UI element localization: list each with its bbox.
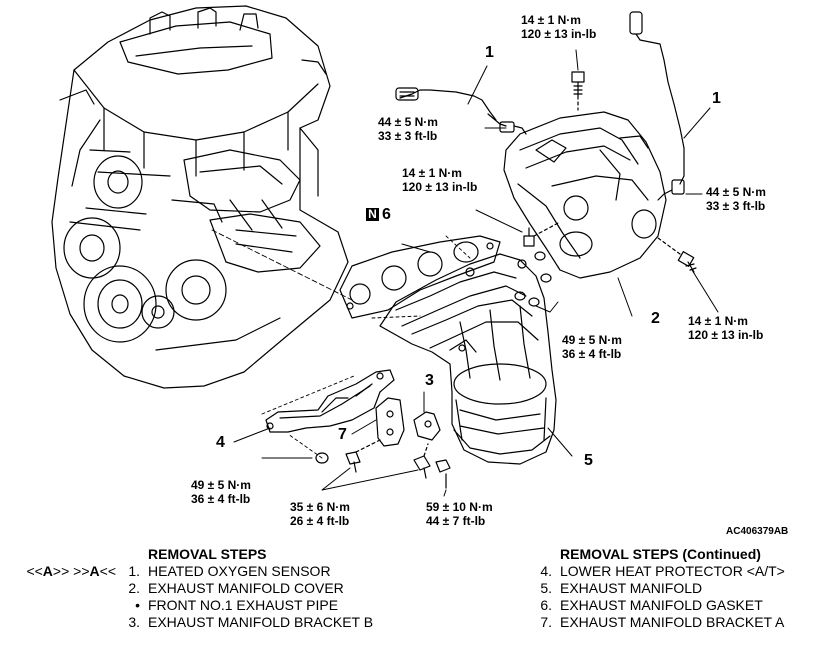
removal-steps-heading: REMOVAL STEPS [148,546,267,562]
removal-steps-heading: REMOVAL STEPS (Continued) [560,546,761,562]
part-number-7: 7 [338,426,347,443]
new-part-badge: N [366,208,379,221]
oxygen-sensor-right-drawing [629,11,685,201]
part-number-6-value: 6 [382,206,391,223]
torque-callout-cover-right-bolt: 14 ± 1 N·m 120 ± 13 in-lb [688,314,763,342]
torque-value-nm: 14 ± 1 N·m [402,166,462,180]
part-number-1-right: 1 [712,90,721,107]
torque-value-nm: 35 ± 6 N·m [290,500,350,514]
part-number-4: 4 [216,434,225,451]
step-number: 1. [128,563,140,579]
step-row: 6. EXHAUST MANIFOLD GASKET [530,597,785,614]
step-text: LOWER HEAT PROTECTOR <A/T> [560,563,785,579]
service-point-markers: <<A>> >>A<< [26,563,116,579]
torque-value-imperial: 33 ± 3 ft-lb [706,199,766,213]
step-row: • FRONT NO.1 EXHAUST PIPE [118,597,373,614]
step-row: 5. EXHAUST MANIFOLD [530,580,785,597]
torque-value-imperial: 36 ± 4 ft-lb [562,347,622,361]
exhaust-manifold-gasket-drawing [339,235,501,319]
step-number: 6. [540,597,552,613]
bracket-a-drawing [375,397,405,447]
step-row: 3. EXHAUST MANIFOLD BRACKET B [118,614,373,631]
lower-heat-protector-drawing [265,369,395,433]
step-row: 4. LOWER HEAT PROTECTOR <A/T> [530,563,785,580]
torque-value-nm: 59 ± 10 N·m [426,500,493,514]
torque-value-nm: 14 ± 1 N·m [688,314,748,328]
nut-lower-left-drawing [315,452,329,464]
bolt-top-drawing [571,71,585,111]
bolt-cover-left-drawing [523,221,561,247]
oxygen-sensor-left-drawing [395,87,527,135]
step-text: EXHAUST MANIFOLD BRACKET B [148,614,374,630]
step-number: 3. [128,614,140,630]
torque-value-imperial: 120 ± 13 in-lb [688,328,764,342]
step-number: 5. [540,580,552,596]
figure-code: AC406379AB [726,526,789,537]
torque-value-nm: 44 ± 5 N·m [378,115,438,129]
removal-steps-right: REMOVAL STEPS (Continued) 4. LOWER HEAT P… [530,546,785,631]
part-number-3: 3 [425,372,434,389]
torque-value-nm: 49 ± 5 N·m [191,478,251,492]
torque-callout-cover-left-bolt: 14 ± 1 N·m 120 ± 13 in-lb [402,166,477,194]
step-text: EXHAUST MANIFOLD [560,580,703,596]
step-text: EXHAUST MANIFOLD BRACKET A [560,614,785,630]
step-text: EXHAUST MANIFOLD COVER [148,580,344,596]
torque-callout-manifold-nuts: 49 ± 5 N·m 36 ± 4 ft-lb [562,333,622,361]
step-row: 7. EXHAUST MANIFOLD BRACKET A [530,614,785,631]
step-number: 2. [128,580,140,596]
torque-callout-bracket-bolts: 35 ± 6 N·m 26 ± 4 ft-lb [290,500,350,528]
torque-callout-lower-nut: 49 ± 5 N·m 36 ± 4 ft-lb [191,478,251,506]
torque-callout-top-bolt: 14 ± 1 N·m 120 ± 13 in-lb [521,13,596,41]
torque-callout-right-sensor: 44 ± 5 N·m 33 ± 3 ft-lb [706,185,766,213]
step-text: FRONT NO.1 EXHAUST PIPE [148,597,339,613]
step-text: HEATED OXYGEN SENSOR [148,563,331,579]
torque-value-imperial: 120 ± 13 in-lb [521,27,597,41]
bracket-b-drawing [413,411,441,441]
part-number-1-left: 1 [485,44,494,61]
exhaust-manifold-cover-drawing [503,111,667,279]
step-text: EXHAUST MANIFOLD GASKET [560,597,763,613]
torque-callout-manifold-bolt: 59 ± 10 N·m 44 ± 7 ft-lb [426,500,493,528]
leader-lines [233,49,719,497]
torque-value-imperial: 120 ± 13 in-lb [402,180,478,194]
torque-value-imperial: 26 ± 4 ft-lb [290,514,350,528]
step-row: 2. EXHAUST MANIFOLD COVER [118,580,373,597]
bolts-lower-drawing [345,439,451,489]
torque-callout-left-sensor: 44 ± 5 N·m 33 ± 3 ft-lb [378,115,438,143]
step-number: 4. [540,563,552,579]
step-row: <<A>> >>A<< 1. HEATED OXYGEN SENSOR [26,563,373,580]
torque-value-nm: 44 ± 5 N·m [706,185,766,199]
part-number-2: 2 [651,310,660,327]
nuts-manifold-drawing [514,251,552,307]
step-number: 7. [540,614,552,630]
torque-value-nm: 14 ± 1 N·m [521,13,581,27]
step-bullet: • [135,597,140,613]
torque-value-nm: 49 ± 5 N·m [562,333,622,347]
bolt-cover-right-drawing [657,237,697,273]
engine-block-drawing [51,5,349,389]
torque-value-imperial: 36 ± 4 ft-lb [191,492,251,506]
torque-value-imperial: 44 ± 7 ft-lb [426,514,486,528]
torque-value-imperial: 33 ± 3 ft-lb [378,129,438,143]
removal-steps-left: REMOVAL STEPS <<A>> >>A<< 1. HEATED OXYGE… [26,546,373,631]
part-number-5: 5 [584,452,593,469]
exhaust-manifold-drawing [379,253,557,465]
